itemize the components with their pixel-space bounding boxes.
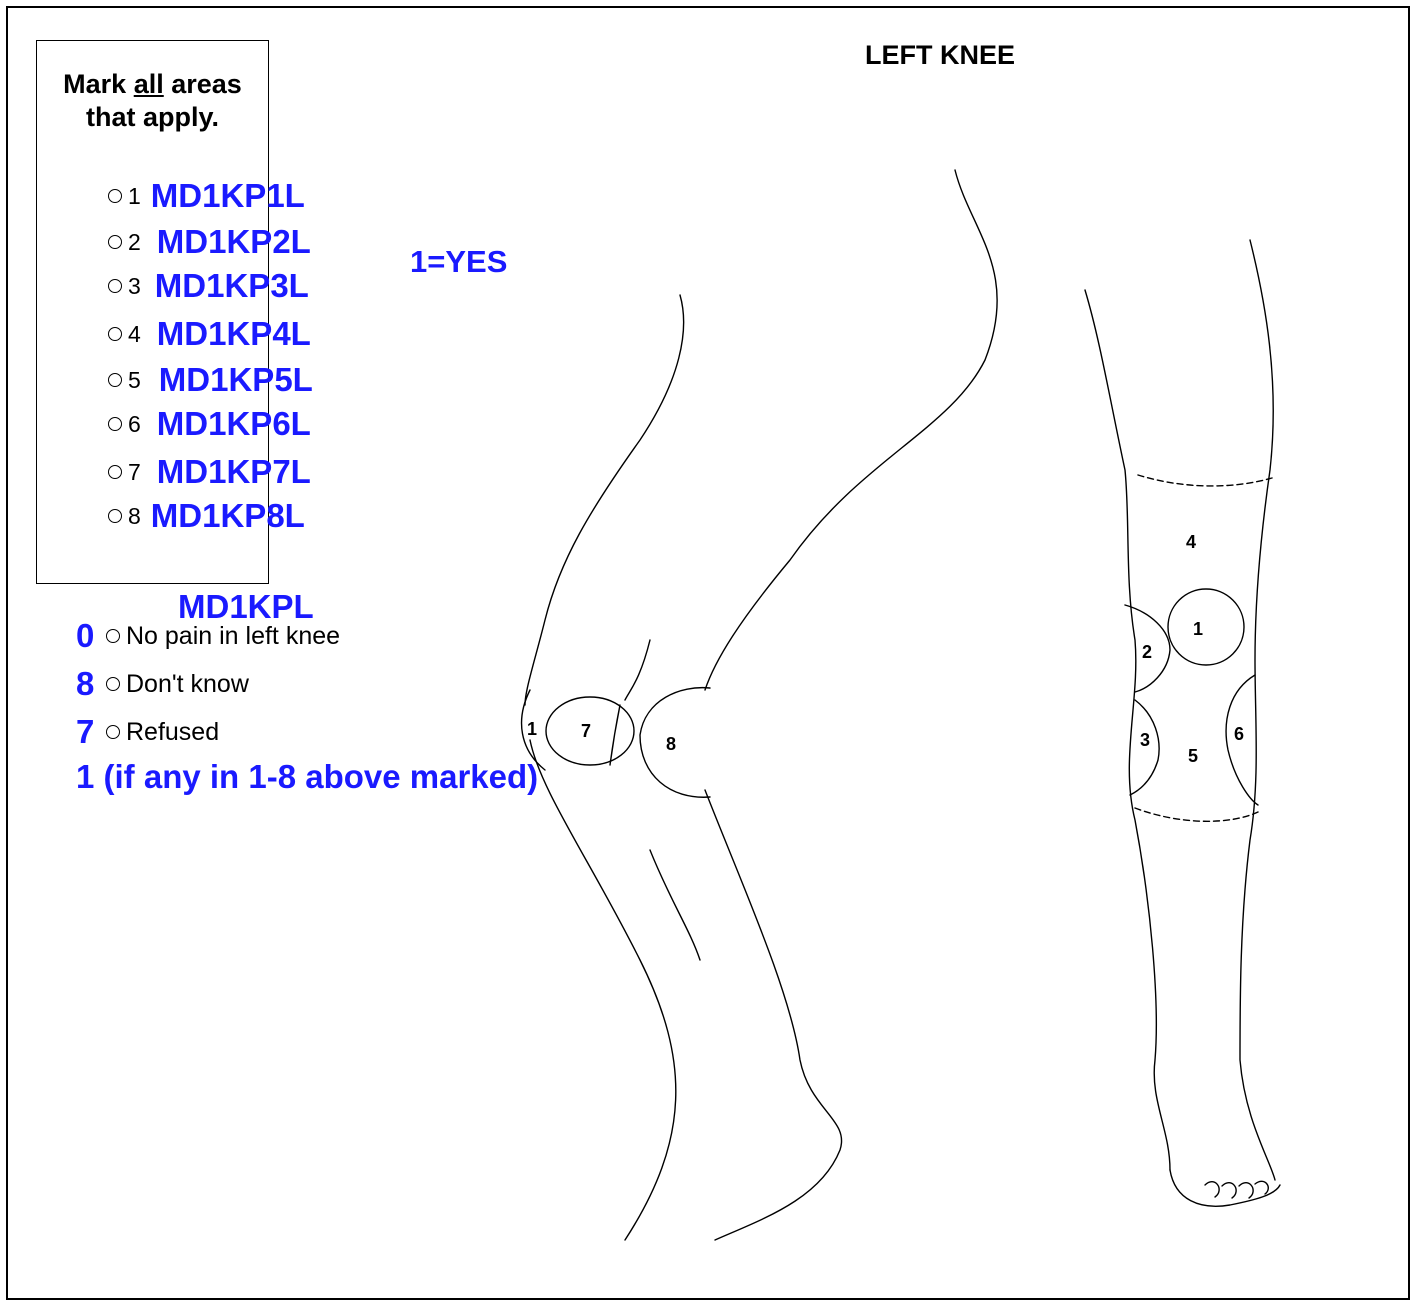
front-label-3: 3 xyxy=(1140,730,1150,750)
front-label-4: 4 xyxy=(1186,532,1196,552)
front-view-upper-band xyxy=(1138,475,1272,486)
front-label-2: 2 xyxy=(1142,642,1152,662)
front-view-outer-left xyxy=(1085,290,1170,1170)
front-view-outer-right xyxy=(1240,240,1275,1180)
side-label-8: 8 xyxy=(666,734,676,754)
front-view-lower-band xyxy=(1135,808,1258,821)
side-view-labels: 1 7 8 xyxy=(527,719,676,754)
side-view-thigh-back xyxy=(705,170,997,690)
side-view-knee-crease xyxy=(625,640,650,700)
side-label-7: 7 xyxy=(581,721,591,741)
front-view-labels: 4 1 2 3 5 6 xyxy=(1140,532,1244,766)
side-view-thigh-front xyxy=(525,295,684,705)
side-view-knee-line xyxy=(610,705,620,765)
side-view-shin-line xyxy=(650,850,700,960)
front-view-foot xyxy=(1170,1170,1280,1206)
front-label-1: 1 xyxy=(1193,619,1203,639)
front-view-toes xyxy=(1205,1181,1268,1198)
front-label-5: 5 xyxy=(1188,746,1198,766)
side-view-shin-front xyxy=(530,740,676,1240)
region-front-1 xyxy=(1168,589,1244,665)
front-label-6: 6 xyxy=(1234,724,1244,744)
side-view-calf xyxy=(705,790,842,1240)
side-label-1: 1 xyxy=(527,719,537,739)
